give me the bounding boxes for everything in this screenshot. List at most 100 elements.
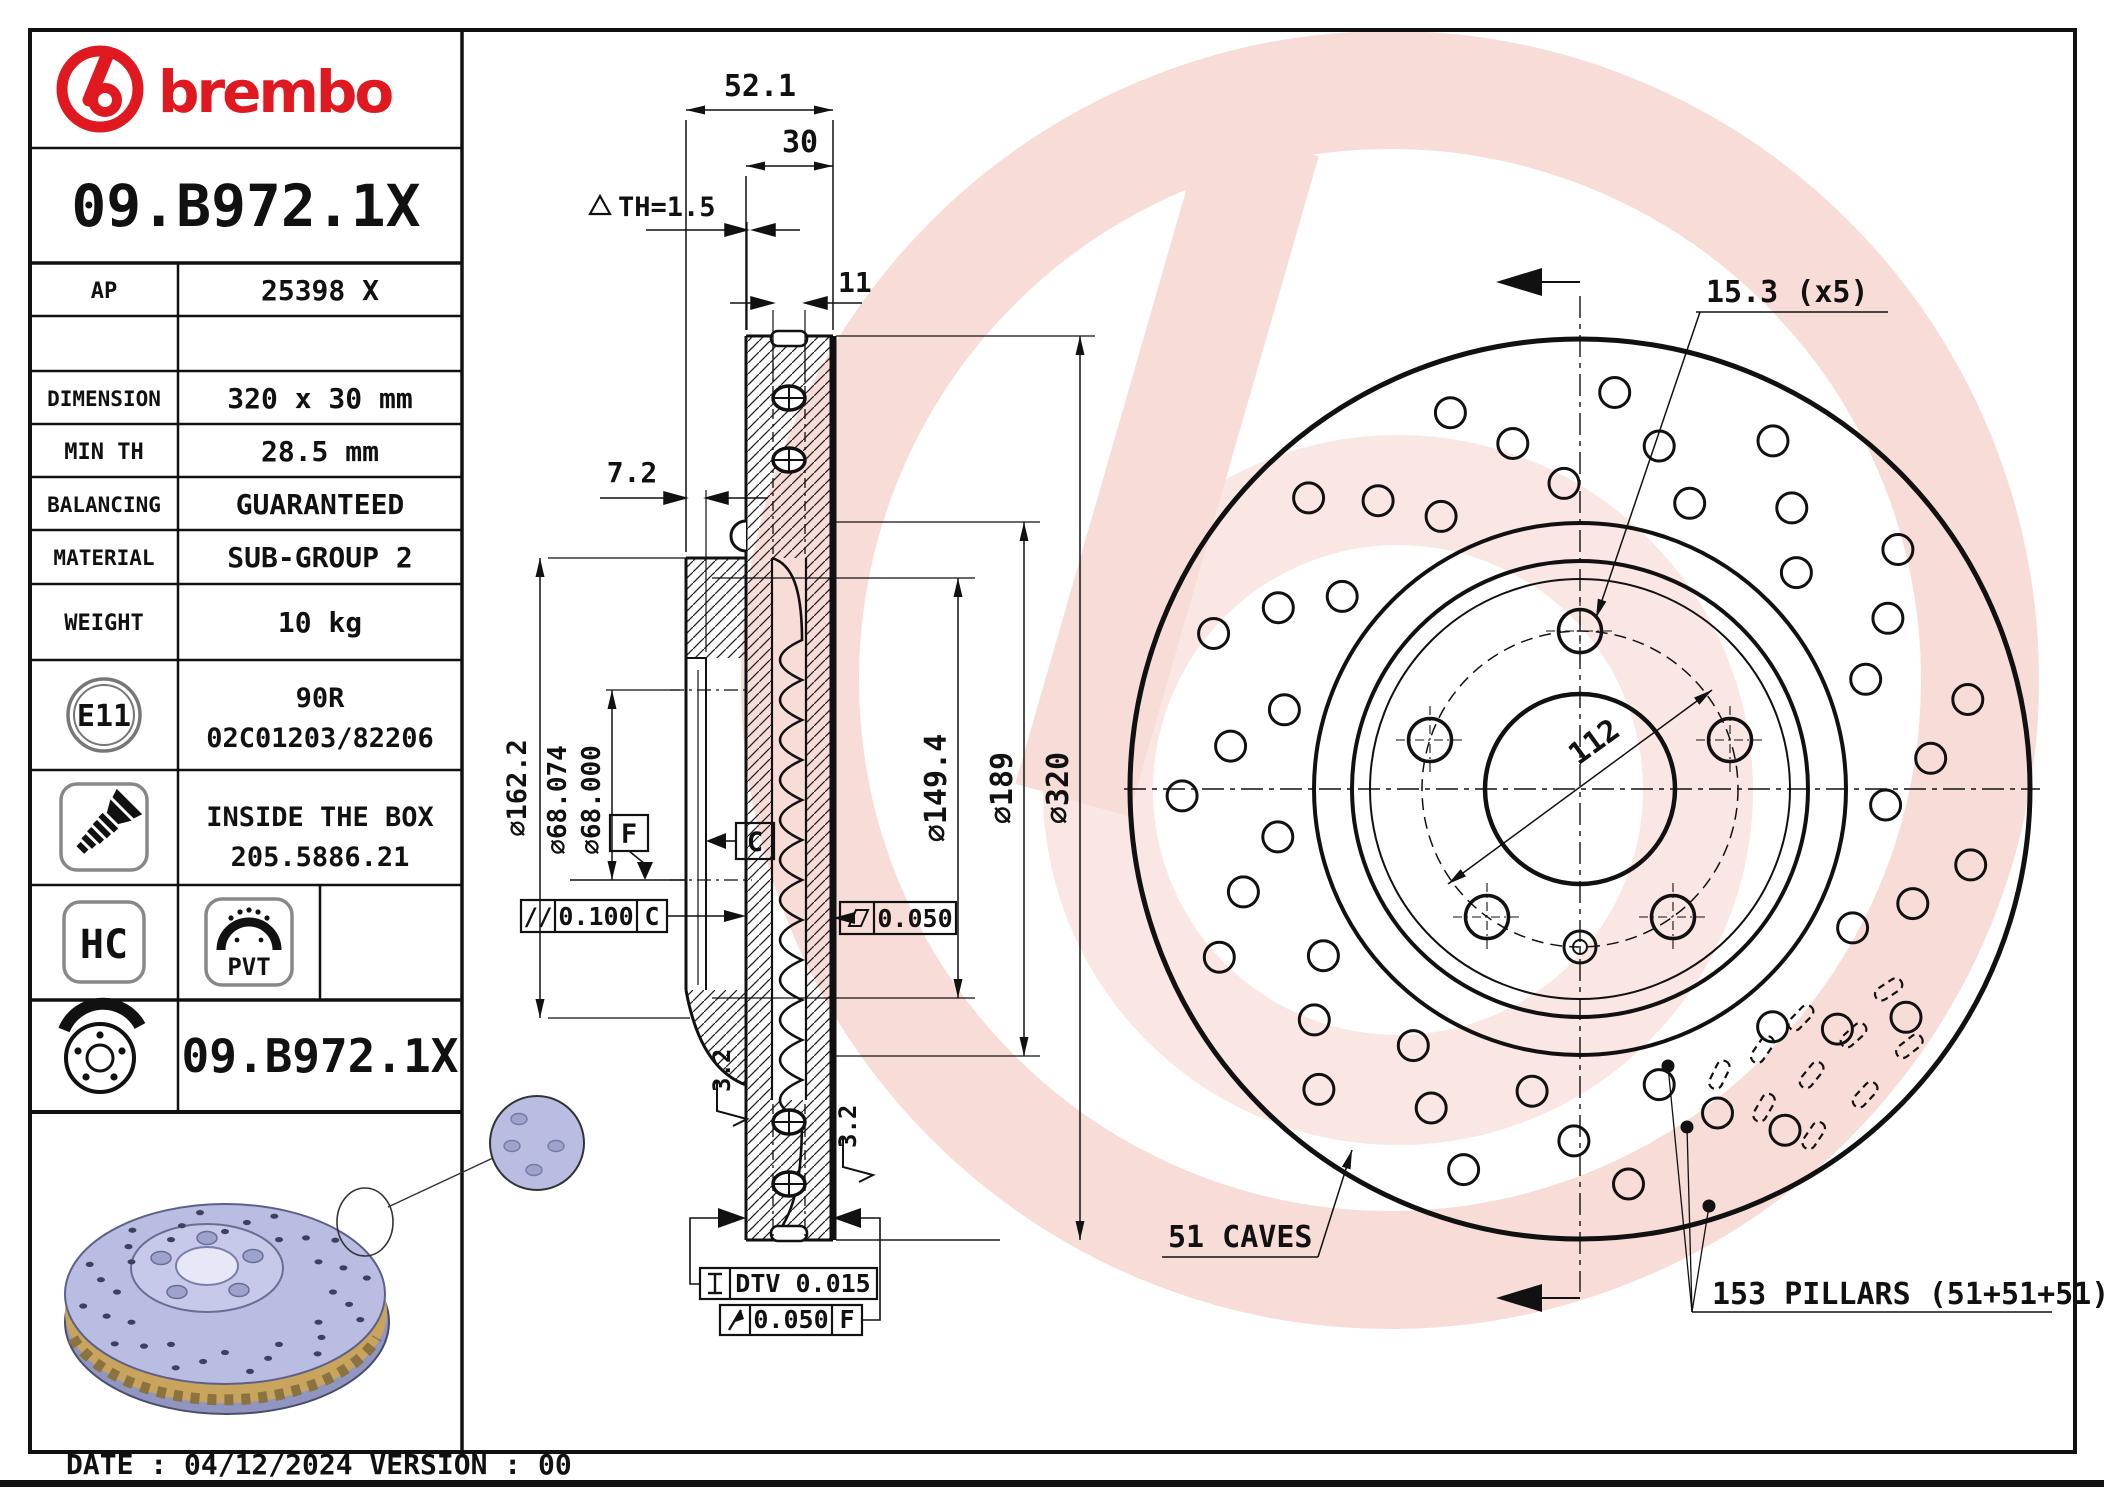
drill-hole	[1267, 693, 1301, 727]
section-dims-dia	[535, 335, 1095, 1241]
drill-hole	[1547, 466, 1581, 500]
section-hatch	[686, 336, 833, 1240]
drill-hole	[1396, 1029, 1430, 1063]
drill-hole	[1951, 683, 1985, 716]
photo-drill-hole	[221, 1349, 229, 1356]
cave-slot-pattern	[1708, 977, 1924, 1151]
dim-dia-149-4: ⌀149.4	[919, 734, 954, 842]
datum-f-label: F	[621, 819, 637, 850]
drill-hole	[1361, 484, 1395, 518]
photo-drill-hole	[85, 1261, 94, 1267]
e11-badge-icon	[66, 677, 142, 753]
drill-hole	[1701, 1096, 1734, 1130]
drill-hole	[1775, 491, 1809, 525]
spec-label-ap: AP	[91, 279, 118, 304]
brembo-wordmark: brembo	[158, 58, 392, 126]
runout-symbol-icon	[727, 1309, 743, 1331]
photo-drill-hole	[196, 1210, 204, 1216]
photo-drill-hole	[221, 1228, 229, 1235]
spec-value-balancing: GUARANTEED	[236, 488, 405, 521]
hc-pvt-row: HC PVT	[62, 897, 294, 987]
disc-photo-vanes	[68, 1335, 382, 1406]
spec-value-material: SUB-GROUP 2	[227, 541, 412, 574]
parallelism-datum: C	[644, 902, 659, 931]
section-arrow-top-icon	[1496, 268, 1542, 296]
dim-112: 112	[1562, 712, 1626, 772]
photo-drill-hole	[128, 1227, 137, 1233]
dim-52-1: 52.1	[724, 69, 796, 104]
parallelism-symbol: //	[524, 903, 553, 931]
detail-bubble-dimples	[503, 1112, 565, 1177]
drill-hole	[1557, 1124, 1591, 1158]
spec-value-weight: 10 kg	[278, 606, 362, 639]
th-triangle-icon	[588, 193, 612, 216]
drill-hole	[1297, 1003, 1331, 1037]
brembo-roundel-icon	[56, 45, 144, 133]
dim-dia-162-2: ⌀162.2	[502, 739, 533, 837]
spec-label-balancing: BALANCING	[47, 493, 161, 517]
pvt-disc-icon	[216, 917, 282, 951]
drill-hole	[1433, 396, 1467, 430]
drill-hole	[1515, 1074, 1549, 1108]
stud-hole-dim: 15.3 (x5)	[1595, 275, 1888, 619]
photo-drill-hole	[275, 1237, 283, 1243]
drill-hole	[1612, 1167, 1645, 1201]
roughness-right-value: 3.2	[834, 1105, 862, 1148]
photo-drill-hole	[242, 1219, 251, 1226]
front-view: 112 15.3 (x5) 51 CAVES 153 PILLARS (51+5…	[1124, 268, 2104, 1313]
bolt-hole-crosses	[1396, 597, 1764, 951]
detail-ring	[336, 1187, 394, 1257]
pillars-label: 153 PILLARS (51+51+51)	[1712, 1277, 2104, 1312]
cave-slot	[1873, 977, 1904, 1002]
section-dims-top	[600, 105, 862, 652]
caliper-icon	[58, 997, 146, 1033]
inside-the-box-label: INSIDE THE BOX	[206, 802, 434, 833]
inside-the-box-row: INSIDE THE BOX 205.5886.21	[59, 782, 434, 873]
watermark-b-stem	[1015, 123, 1319, 817]
drill-hole	[1261, 591, 1295, 625]
runout-datum: F	[839, 1305, 854, 1334]
photo-drill-hole	[127, 1319, 136, 1325]
photo-drill-hole	[362, 1275, 371, 1281]
pvt-icon-frame	[204, 897, 294, 987]
product-photo	[64, 1095, 585, 1415]
photo-drill-hole	[79, 1303, 88, 1309]
photo-drill-hole	[246, 1368, 254, 1374]
dim-11: 11	[838, 266, 872, 299]
e11-approval-line1: 90R	[296, 683, 346, 714]
bottom-edge-bar	[0, 1480, 2104, 1487]
caves-label: 51 CAVES	[1168, 1220, 1313, 1255]
drill-hole	[1642, 429, 1676, 463]
outer-border	[28, 28, 2077, 1454]
locating-hole	[1562, 929, 1598, 965]
section-arrow-bottom-icon	[1496, 1284, 1542, 1312]
photo-drill-hole	[275, 1341, 283, 1347]
photo-drill-hole	[113, 1289, 121, 1295]
spec-label-dimension: DIMENSION	[47, 387, 161, 411]
roughness-right: 3.2	[834, 1105, 876, 1183]
photo-drill-hole	[339, 1265, 348, 1271]
cave-slot	[1752, 1092, 1776, 1123]
photo-drill-hole	[270, 1213, 279, 1219]
disc-bore-icon	[85, 1043, 115, 1073]
sheet-frame	[0, 28, 2104, 1487]
drill-hole	[1889, 1000, 1923, 1034]
inside-the-box-code: 205.5886.21	[231, 842, 410, 873]
photo-drill-hole	[102, 1313, 111, 1319]
drill-hole	[1325, 579, 1359, 613]
drill-hole	[1954, 848, 1988, 882]
drill-hole	[1871, 601, 1905, 635]
datum-f: F	[608, 813, 653, 880]
brembo-logo: brembo	[56, 45, 395, 133]
part-number: 09.B972.1X	[71, 172, 420, 240]
section-cut-arrows	[1496, 268, 1580, 1312]
locating-hole-inner	[1572, 939, 1588, 955]
photo-drill-hole	[124, 1244, 133, 1250]
cave-slot	[1801, 1120, 1827, 1151]
dim-30: 30	[782, 125, 818, 160]
bore-centerlines	[670, 689, 752, 881]
datum-c: C	[706, 821, 776, 861]
cave-slot	[1851, 1080, 1879, 1109]
photo-drill-hole	[127, 1259, 136, 1265]
drill-hole	[1496, 427, 1530, 460]
